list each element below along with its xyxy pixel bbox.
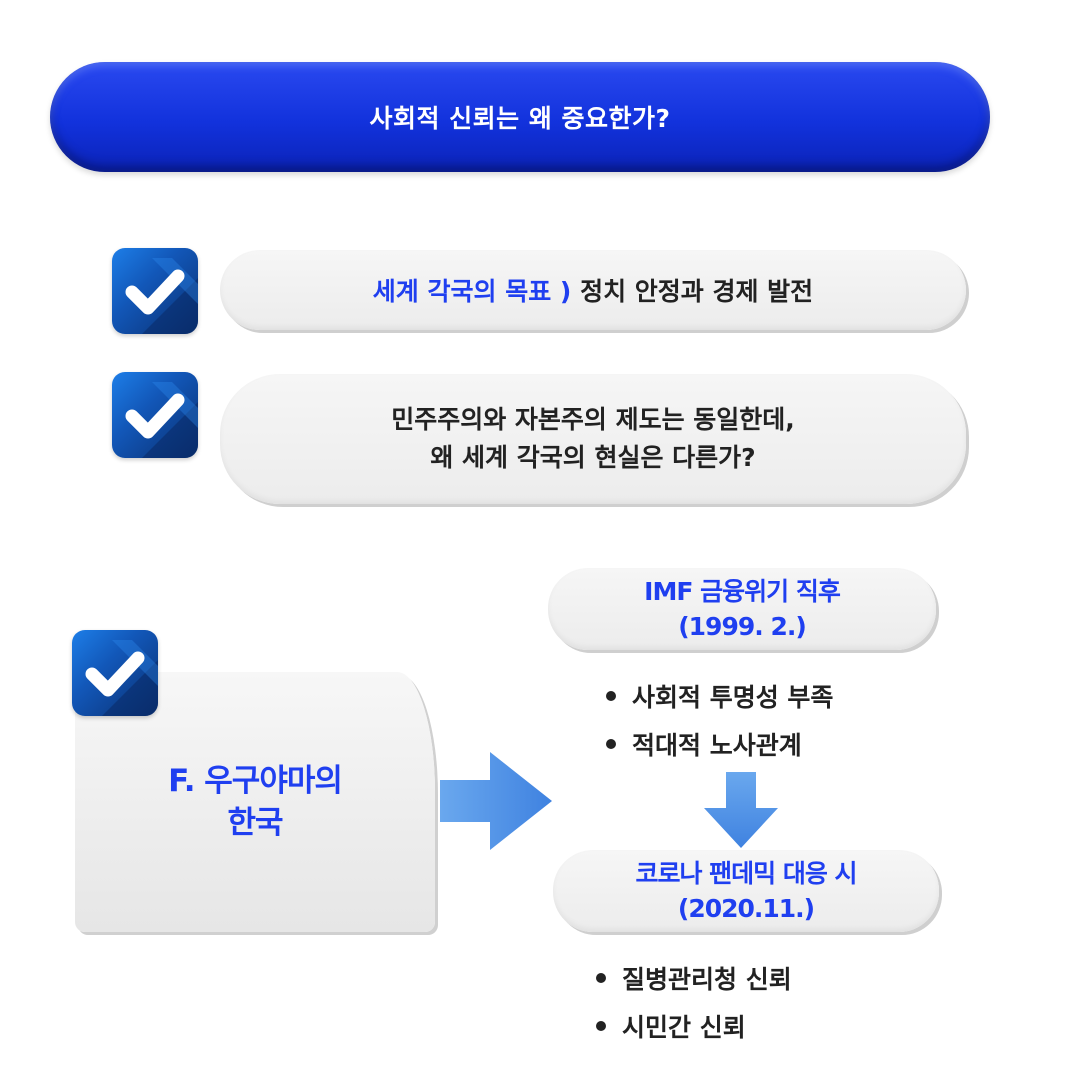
list-item: 사회적 투명성 부족	[606, 672, 833, 720]
down-arrow-icon	[704, 772, 778, 848]
covid-line-1: 코로나 팬데믹 대응 시	[635, 859, 857, 888]
goal-highlight: 세계 각국의 목표 )	[372, 277, 572, 306]
imf-period-label: IMF 금융위기 직후 (1999. 2.)	[548, 568, 936, 650]
goal-text: 정치 안정과 경제 발전	[580, 277, 814, 306]
list-item: 적대적 노사관계	[606, 720, 833, 768]
question-statement: 민주주의와 자본주의 제도는 동일한데, 왜 세계 각국의 현실은 다른가?	[220, 374, 966, 504]
goal-statement: 세계 각국의 목표 ) 정치 안정과 경제 발전	[220, 250, 966, 330]
list-item: 질병관리청 신뢰	[596, 954, 792, 1002]
question-line-1: 민주주의와 자본주의 제도는 동일한데,	[391, 405, 795, 434]
check-icon	[112, 372, 198, 458]
covid-bullet-list: 질병관리청 신뢰 시민간 신뢰	[596, 954, 792, 1050]
imf-bullet-list: 사회적 투명성 부족 적대적 노사관계	[606, 672, 833, 768]
korea-box-line-2: 한국	[227, 805, 283, 841]
check-icon	[72, 630, 158, 716]
list-item: 시민간 신뢰	[596, 1002, 792, 1050]
imf-line-1: IMF 금융위기 직후	[644, 577, 841, 606]
imf-line-2: (1999. 2.)	[678, 612, 807, 641]
question-line-2: 왜 세계 각국의 현실은 다른가?	[430, 443, 756, 472]
check-icon	[112, 248, 198, 334]
right-arrow-icon	[440, 752, 552, 850]
covid-period-label: 코로나 팬데믹 대응 시 (2020.11.)	[553, 850, 939, 932]
korea-box-line-1: F. 우구야마의	[168, 763, 343, 799]
covid-line-2: (2020.11.)	[677, 894, 815, 923]
page-title: 사회적 신뢰는 왜 중요한가?	[369, 104, 671, 133]
title-banner: 사회적 신뢰는 왜 중요한가?	[50, 62, 990, 172]
